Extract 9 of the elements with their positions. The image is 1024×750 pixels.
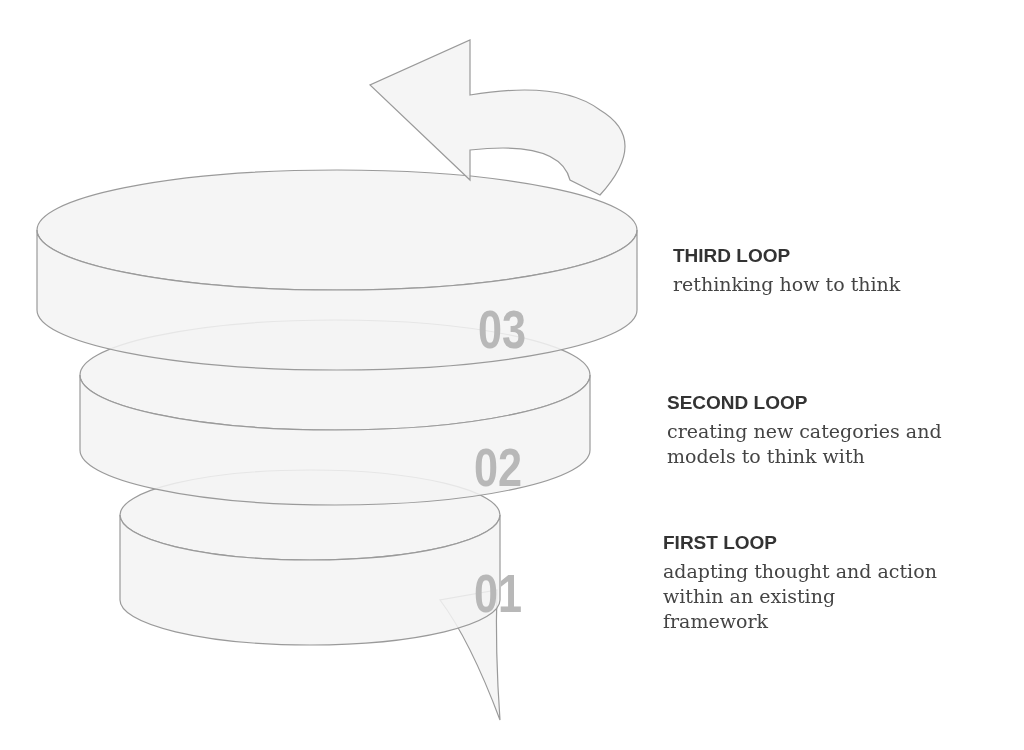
- loop-description: adapting thought and action within an existing framework: [663, 559, 938, 634]
- loop-description: rethinking how to think: [673, 272, 902, 297]
- loop-heading: SECOND LOOP: [667, 392, 808, 414]
- band-number: 03: [478, 298, 527, 360]
- band-number: 01: [474, 562, 523, 624]
- loop-heading: THIRD LOOP: [673, 245, 791, 267]
- loop-description: creating new categories and models to think with: [667, 419, 942, 469]
- band-number: 02: [474, 436, 523, 498]
- loop-heading: FIRST LOOP: [663, 532, 777, 554]
